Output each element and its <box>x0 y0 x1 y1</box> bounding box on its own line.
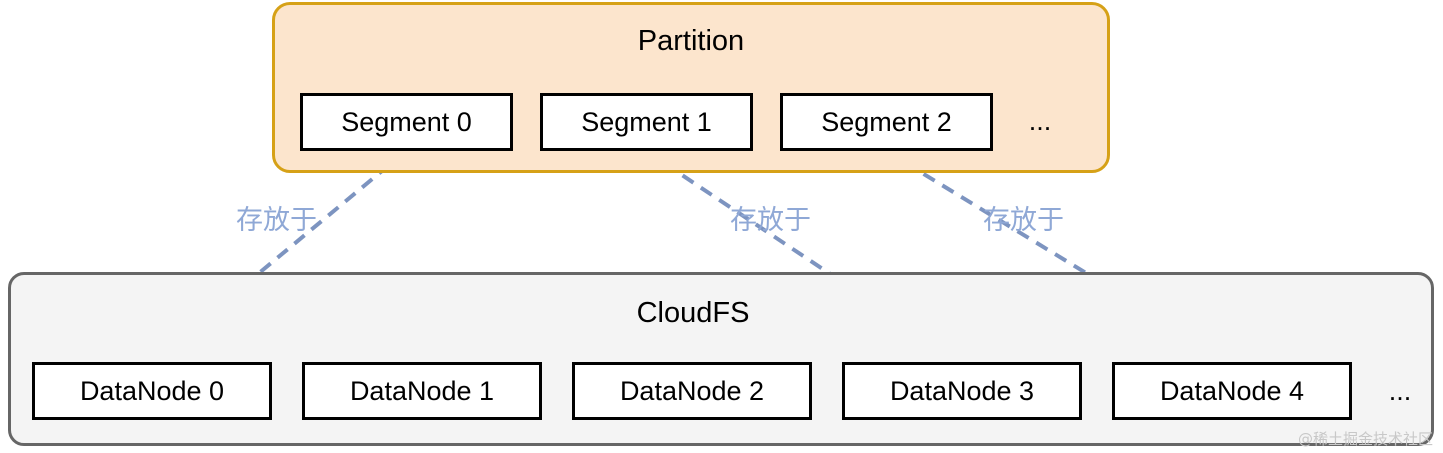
segment-box-2[interactable]: Segment 2 <box>780 93 993 151</box>
segment-overflow-ellipsis: ... <box>1028 106 1052 136</box>
datanode-box-4[interactable]: DataNode 4 <box>1112 362 1352 420</box>
datanode-box-0[interactable]: DataNode 0 <box>32 362 272 420</box>
cloudfs-title: CloudFS <box>636 297 750 329</box>
partition-title: Partition <box>637 25 745 57</box>
connector-label-segment1: 存放于 <box>730 205 811 236</box>
datanode-box-3[interactable]: DataNode 3 <box>842 362 1082 420</box>
connector-label-segment2: 存放于 <box>983 205 1064 236</box>
segment-box-1[interactable]: Segment 1 <box>540 93 753 151</box>
segment-box-0[interactable]: Segment 0 <box>300 93 513 151</box>
datanode-overflow-ellipsis: ... <box>1388 376 1412 406</box>
datanode-box-2[interactable]: DataNode 2 <box>572 362 812 420</box>
datanode-box-1[interactable]: DataNode 1 <box>302 362 542 420</box>
watermark: @稀土掘金技术社区 <box>1297 430 1433 448</box>
connector-label-segment0: 存放于 <box>236 205 317 236</box>
